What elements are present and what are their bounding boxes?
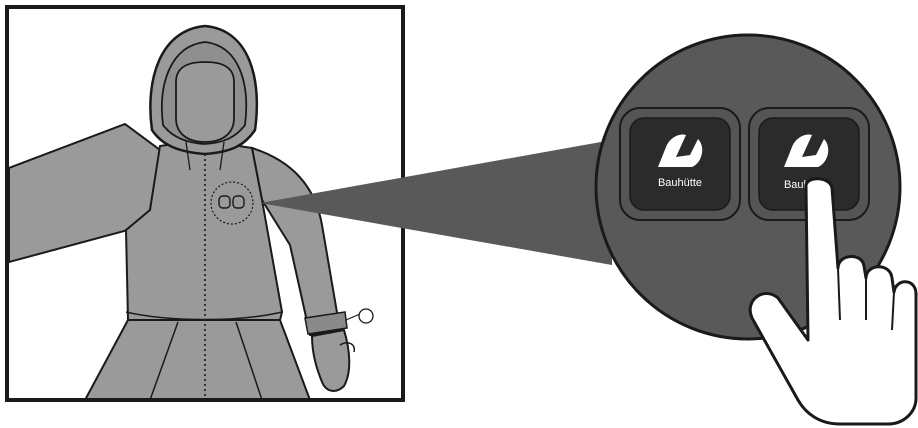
chest-button-right	[233, 196, 244, 208]
magnified-button-left: Bauhütte	[620, 108, 740, 220]
brand-label-left: Bauhütte	[658, 177, 702, 189]
face	[176, 62, 234, 142]
chest-button-left	[219, 196, 230, 208]
drawstring-toggle-icon	[359, 309, 373, 323]
